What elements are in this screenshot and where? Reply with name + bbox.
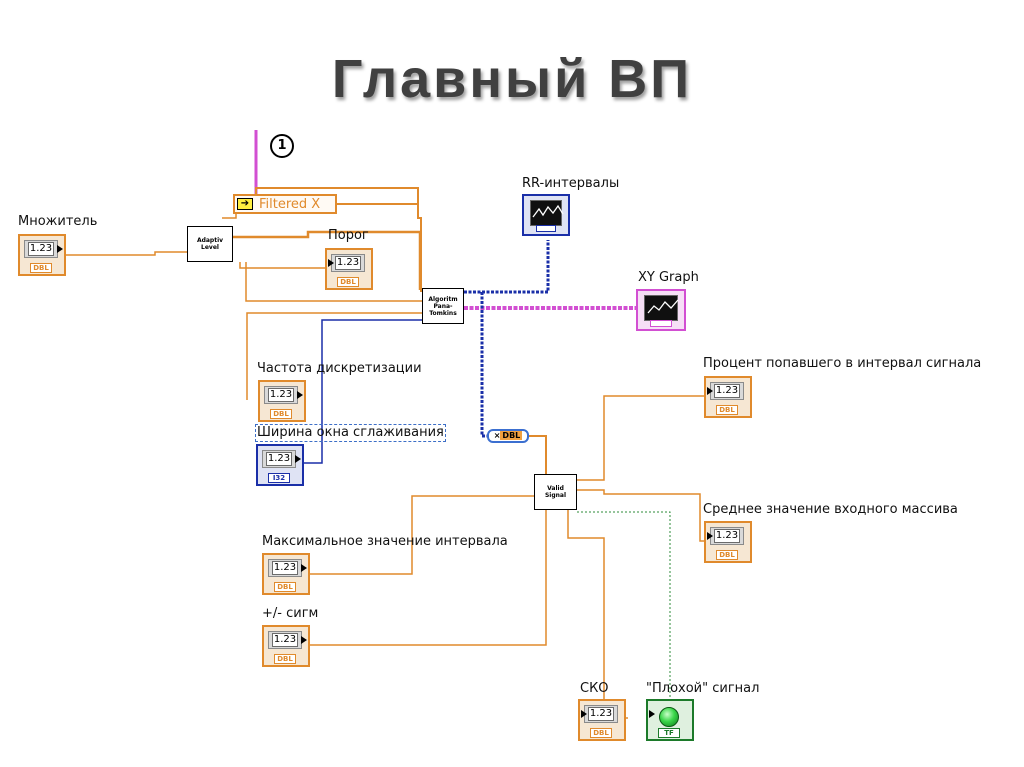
max-interval-control[interactable]: 1.23 DBL	[262, 553, 310, 595]
wire-alg-bundle	[480, 292, 488, 438]
sampling-label: Частота дискретизации	[257, 361, 422, 376]
wire-max-interval	[310, 495, 534, 575]
valid-signal-subvi[interactable]: Valid Signal	[534, 474, 577, 510]
window-width-value: 1.23	[266, 452, 292, 466]
std-dev-indicator[interactable]: 1.23 DBL	[578, 699, 626, 741]
waveform-icon	[532, 204, 564, 218]
step-marker: 1	[270, 134, 294, 158]
mean-value: 1.23	[714, 529, 740, 543]
input-arrow-icon	[707, 532, 713, 540]
input-arrow-icon	[328, 259, 334, 267]
wire-bool	[577, 511, 671, 705]
arrow-right-icon: ➔	[237, 198, 253, 210]
rr-intervals-label: RR-интервалы	[522, 176, 620, 191]
sampling-rate-control[interactable]: 1.23 DBL	[258, 380, 306, 422]
sigma-type: DBL	[274, 654, 296, 664]
wire-sampling	[246, 312, 422, 400]
sampling-rate-value: 1.23	[268, 388, 294, 402]
output-arrow-icon	[301, 564, 307, 572]
filtered-x-node[interactable]: ➔ Filtered X	[233, 194, 337, 214]
threshold-indicator[interactable]: 1.23 DBL	[325, 248, 373, 290]
percent-label: Процент попавшего в интервал сигнала	[703, 356, 982, 371]
std-dev-label: СКО	[580, 681, 609, 696]
threshold-label: Порог	[328, 228, 369, 243]
algorithm-subvi[interactable]: Algoritm Panа- Tomkins	[422, 288, 464, 324]
wire-percent	[577, 395, 704, 481]
wire-bundle-valid	[529, 435, 547, 474]
mean-indicator[interactable]: 1.23 DBL	[704, 521, 752, 563]
slide-title: Главный ВП	[331, 49, 693, 109]
bad-signal-indicator[interactable]: TF	[646, 699, 694, 741]
output-arrow-icon	[295, 455, 301, 463]
graph-screen	[530, 200, 564, 226]
std-dev-type: DBL	[590, 728, 612, 738]
multiplier-value: 1.23	[28, 242, 54, 256]
input-arrow-icon	[649, 710, 655, 718]
window-width-type: I32	[268, 473, 290, 483]
sampling-rate-type: DBL	[270, 409, 292, 419]
filtered-x-label: Filtered X	[259, 197, 321, 212]
window-width-label: Ширина окна сглаживания	[255, 424, 446, 442]
graph-type-tag	[536, 225, 556, 232]
multiplier-type: DBL	[30, 263, 52, 273]
xy-plot-icon	[647, 299, 679, 314]
graph-type-tag	[650, 320, 672, 327]
wire-sigma	[310, 510, 547, 646]
output-arrow-icon	[297, 391, 303, 399]
window-width-control[interactable]: 1.23 I32	[256, 444, 304, 486]
bad-signal-type: TF	[658, 728, 680, 738]
bundle-node[interactable]: ⨯DBL	[487, 429, 529, 443]
max-interval-type: DBL	[274, 582, 296, 592]
max-interval-value: 1.23	[272, 561, 298, 575]
led-icon	[659, 707, 679, 727]
wire-mean	[577, 489, 704, 542]
percent-type: DBL	[716, 405, 738, 415]
wire-rr	[464, 240, 550, 294]
mean-label: Среднее значение входного массива	[703, 502, 958, 517]
wire-adaptive-alg	[245, 262, 422, 302]
adaptive-level-subvi[interactable]: Adaptiv Level	[187, 226, 233, 262]
bundle-icon: ⨯	[493, 431, 501, 440]
xy-graph-label: XY Graph	[638, 270, 699, 285]
multiplier-control[interactable]: 1.23 DBL	[18, 234, 66, 276]
bad-signal-label: "Плохой" сигнал	[646, 681, 760, 696]
threshold-type: DBL	[337, 277, 359, 287]
sigma-value: 1.23	[272, 633, 298, 647]
rr-intervals-graph[interactable]	[522, 194, 570, 236]
wire-adaptive-b	[233, 230, 422, 290]
std-dev-value: 1.23	[588, 707, 614, 721]
multiplier-label: Множитель	[18, 214, 98, 229]
output-arrow-icon	[301, 636, 307, 644]
graph-screen	[644, 295, 679, 321]
mean-type: DBL	[716, 550, 738, 560]
output-arrow-icon	[57, 245, 63, 253]
input-arrow-icon	[707, 387, 713, 395]
percent-value: 1.23	[714, 384, 740, 398]
sigma-label: +/- сигм	[262, 606, 319, 621]
xy-graph[interactable]	[636, 289, 686, 331]
sigma-control[interactable]: 1.23 DBL	[262, 625, 310, 667]
max-interval-label: Максимальное значение интервала	[262, 534, 508, 549]
threshold-value: 1.23	[335, 256, 361, 270]
bundle-tag: DBL	[500, 431, 523, 440]
wire-filtered-branch	[255, 187, 419, 204]
wire-multiplier	[66, 251, 187, 256]
wire-adaptive-threshold	[239, 262, 325, 269]
wire-window	[304, 319, 422, 464]
percent-indicator[interactable]: 1.23 DBL	[704, 376, 752, 418]
input-arrow-icon	[581, 710, 587, 718]
